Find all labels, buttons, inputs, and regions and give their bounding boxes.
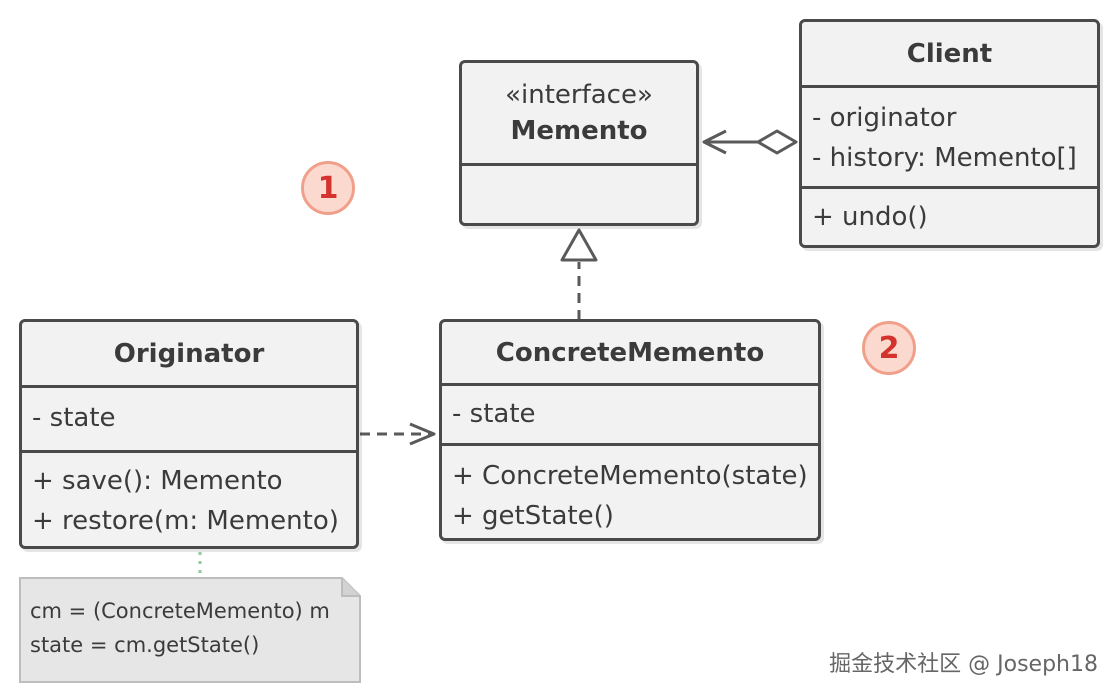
client-header: Client — [802, 22, 1097, 85]
memento-header: «interface» Memento — [462, 63, 696, 163]
code-note-line: cm = (ConcreteMemento) m — [30, 599, 330, 623]
originator-method: + restore(m: Memento) — [32, 506, 339, 536]
code-note-line: state = cm.getState() — [30, 633, 260, 657]
client-class-box: Client - originator - history: Memento[]… — [799, 19, 1100, 248]
aggregation-arrowhead — [702, 129, 727, 155]
step-badge-1: 1 — [301, 161, 355, 215]
client-method: + undo() — [812, 202, 928, 232]
client-fields: - originator - history: Memento[] — [802, 85, 1097, 186]
watermark-text: 掘金技术社区 @ Joseph18 — [829, 652, 1098, 677]
client-methods: + undo() — [802, 186, 1097, 245]
memento-stereotype: «interface» — [505, 80, 653, 110]
concrete-memento-methods: + ConcreteMemento(state) + getState() — [442, 443, 818, 538]
client-field: - originator — [812, 103, 957, 133]
step-badge-2: 2 — [862, 321, 916, 375]
concrete-memento-header: ConcreteMemento — [442, 322, 818, 383]
client-class-name: Client — [906, 38, 993, 69]
code-note-text: cm = (ConcreteMemento) m state = cm.getS… — [30, 594, 330, 662]
originator-method: + save(): Memento — [32, 466, 283, 496]
originator-header: Originator — [22, 322, 356, 385]
originator-field: - state — [32, 403, 116, 433]
concrete-memento-class-name: ConcreteMemento — [495, 337, 765, 368]
dependency-arrowhead — [409, 422, 436, 446]
concrete-memento-method: + ConcreteMemento(state) — [452, 461, 808, 491]
concrete-memento-fields: - state — [442, 383, 818, 443]
originator-class-name: Originator — [113, 338, 265, 369]
concrete-memento-class-box: ConcreteMemento - state + ConcreteMement… — [439, 319, 821, 541]
memento-class-name: Memento — [510, 116, 648, 146]
client-field: - history: Memento[] — [812, 143, 1077, 173]
memento-body — [462, 163, 696, 223]
originator-fields: - state — [22, 385, 356, 450]
originator-methods: + save(): Memento + restore(m: Memento) — [22, 450, 356, 546]
realization-arrowhead — [560, 228, 598, 262]
concrete-memento-method: + getState() — [452, 501, 614, 531]
memento-interface-box: «interface» Memento — [459, 60, 699, 226]
note-shape — [19, 577, 361, 683]
originator-class-box: Originator - state + save(): Memento + r… — [19, 319, 359, 549]
concrete-memento-field: - state — [452, 399, 536, 429]
aggregation-diamond — [756, 129, 798, 155]
